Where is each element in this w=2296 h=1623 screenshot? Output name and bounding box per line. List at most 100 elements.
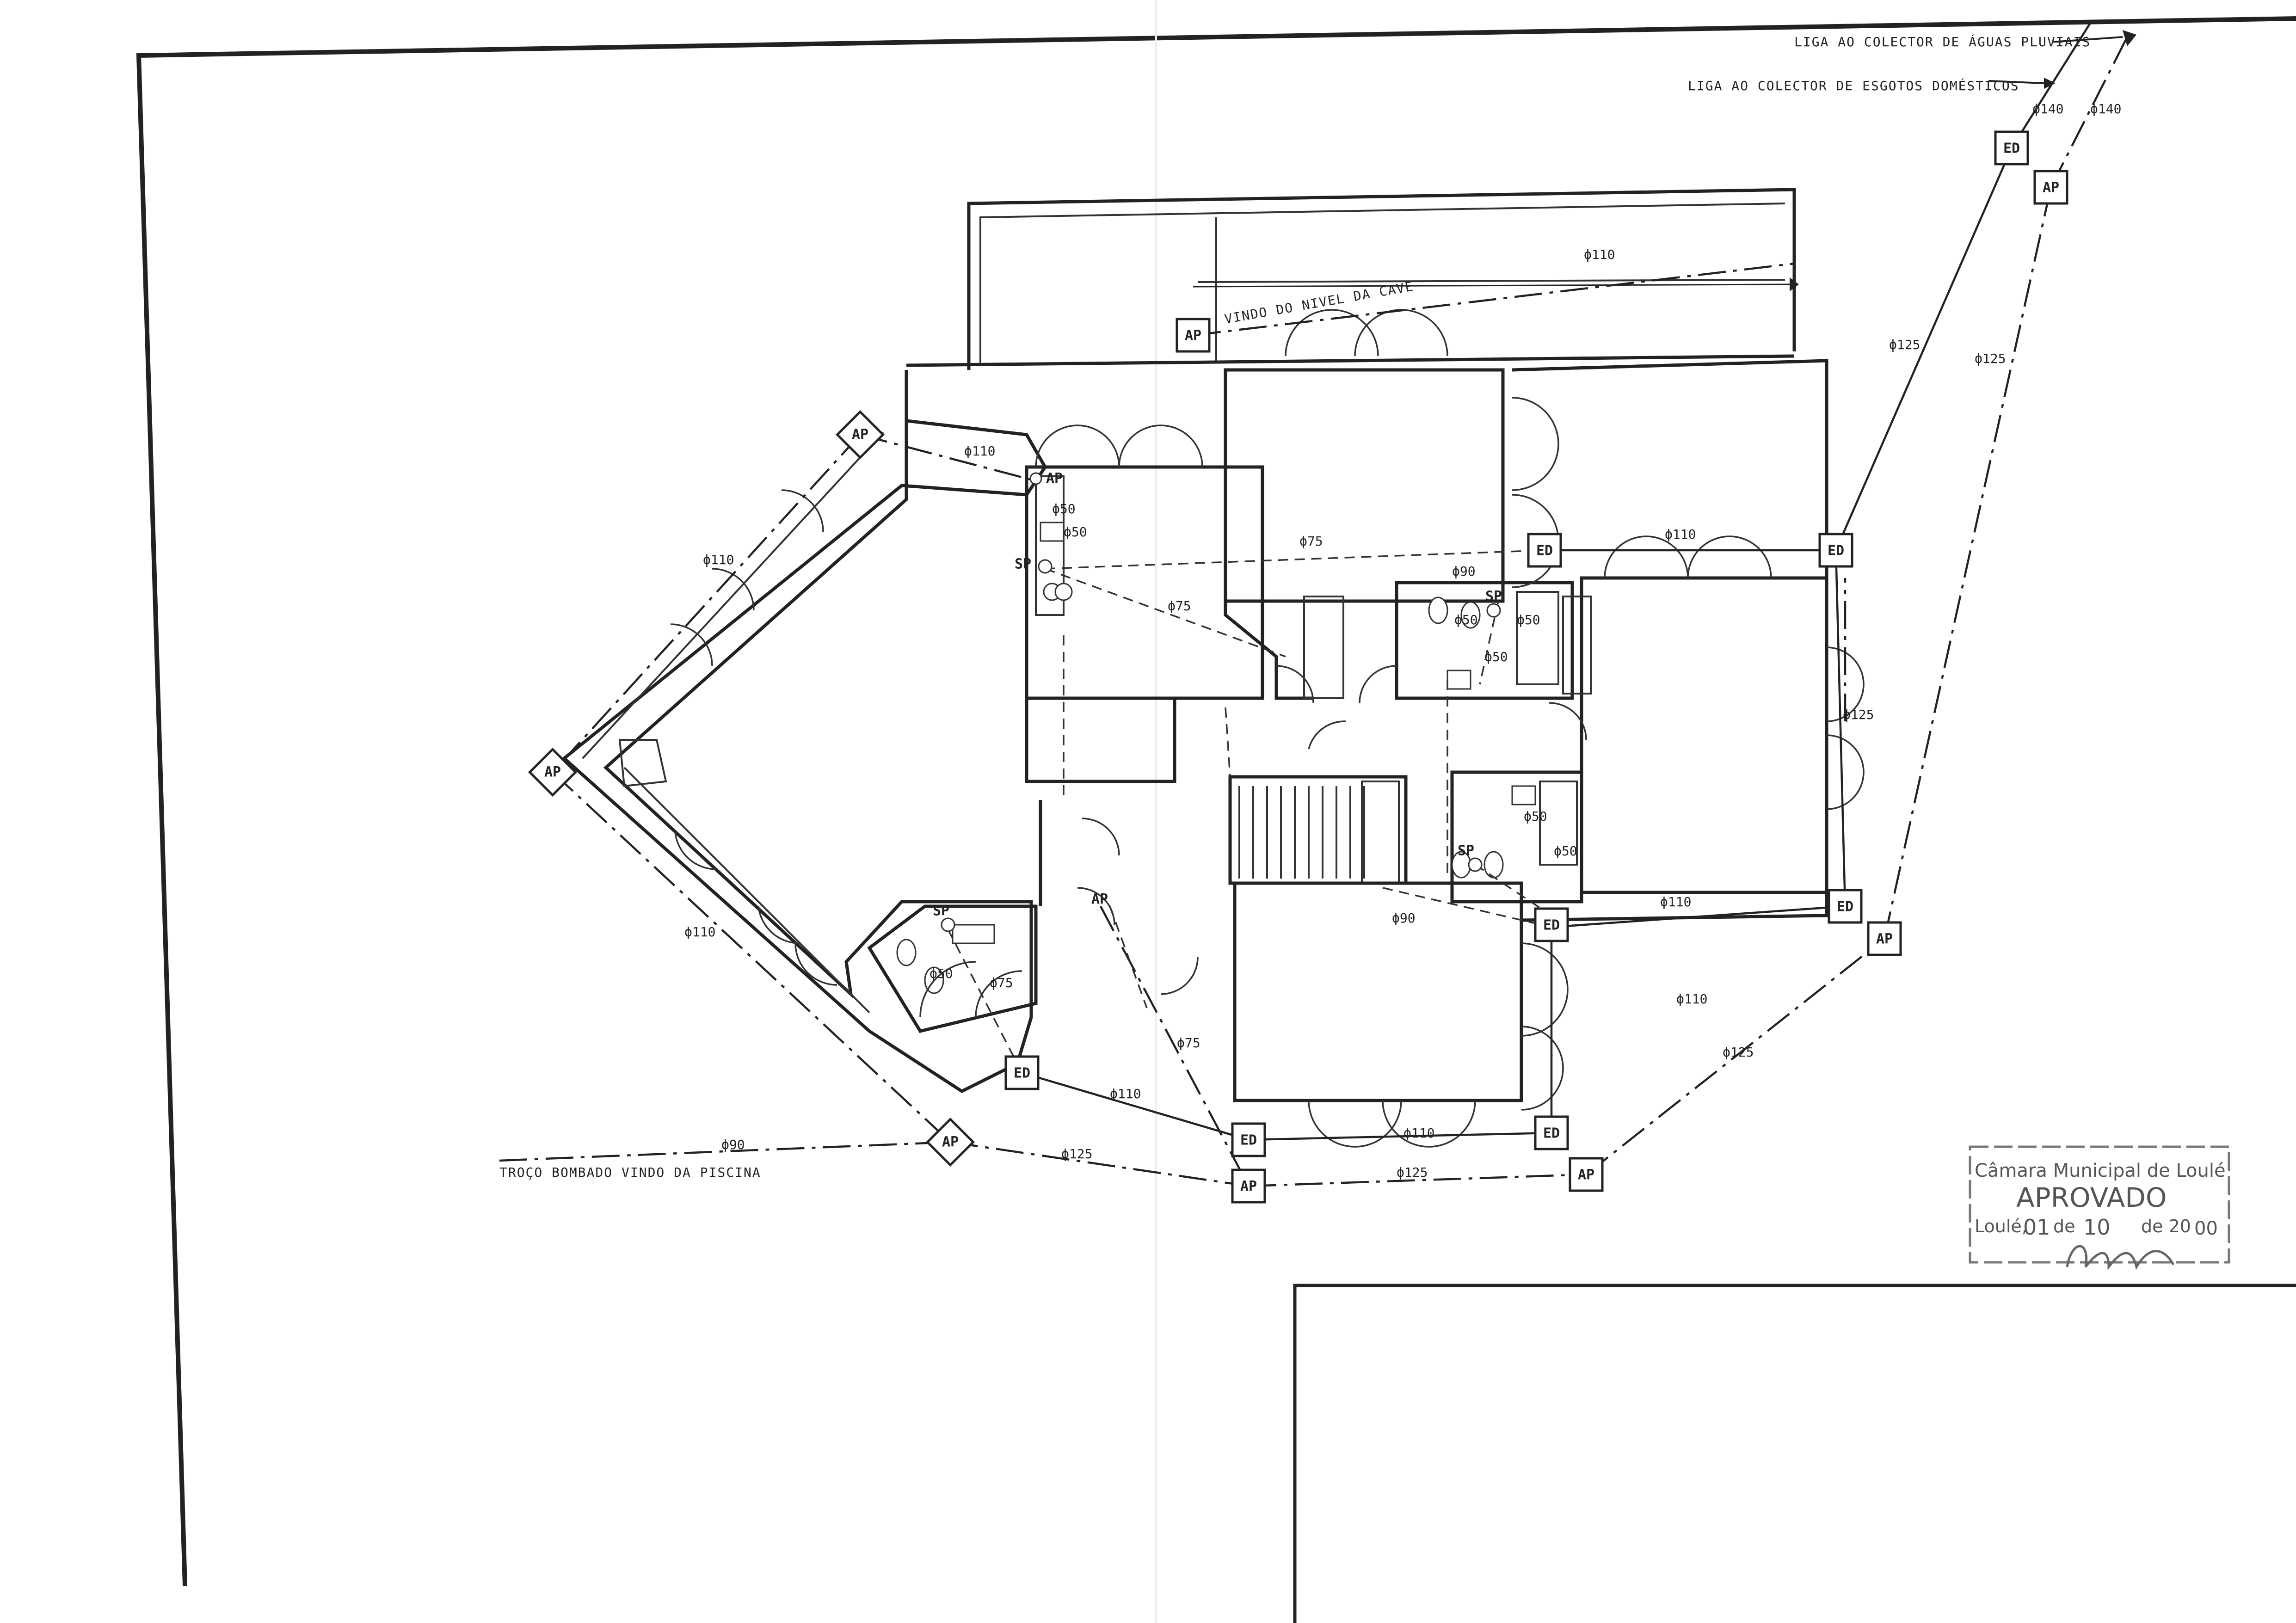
rain-pipe-east — [1883, 187, 2052, 939]
ap-node-southwest: AP — [925, 1117, 975, 1167]
building-plan — [561, 188, 1828, 1102]
lower-bath-walls — [1450, 770, 1583, 904]
rain-outlet-arrowhead — [2123, 30, 2136, 46]
stamp-frame — [1969, 1145, 2230, 1264]
svg-text:ED: ED — [1543, 917, 1560, 934]
label-d125-east: ϕ125 — [1843, 707, 1874, 722]
label-d50-a: ϕ50 — [1052, 501, 1076, 516]
branch-drains — [947, 549, 1552, 1073]
sp-node-kitchen: SP — [1015, 556, 1053, 574]
label-d110-bottom: ϕ110 — [1110, 1086, 1141, 1101]
label-d125-ne-b: ϕ125 — [1975, 351, 2006, 366]
label-d75-upper: ϕ75 — [1299, 534, 1323, 549]
central-bathtub — [1516, 591, 1559, 685]
ed-node-south: ED — [1231, 1122, 1266, 1157]
sewer-pipe-east — [1834, 148, 2013, 551]
approval-stamp: Câmara Municipal de Loulé APROVADO Loulé… — [1969, 1145, 2230, 1271]
terrace-line — [1197, 279, 1785, 283]
svg-text:AP: AP — [2043, 180, 2059, 196]
ed-node-wc: ED — [1004, 1055, 1040, 1090]
central-bath-walls — [1395, 581, 1574, 700]
upper-boundary-wall — [906, 354, 1795, 367]
svg-text:SP: SP — [1015, 556, 1031, 572]
label-d50-e: ϕ50 — [1484, 649, 1508, 664]
svg-text:ED: ED — [2003, 141, 2020, 157]
rain-pipe-pool — [499, 1141, 951, 1162]
pool-pumped-note: TROÇO BOMBADO VINDO DA PISCINA — [499, 1165, 761, 1180]
svg-text:AP: AP — [544, 764, 561, 781]
sewer-pipe-wc-out — [1022, 1071, 1249, 1141]
east-upper-wall — [1512, 359, 1828, 578]
ap-node-cave: AP — [1176, 318, 1211, 353]
label-d75-wc: ϕ75 — [990, 975, 1013, 990]
label-d110-mid: ϕ110 — [1665, 527, 1696, 542]
svg-text:ED: ED — [1536, 543, 1553, 559]
hall-wall-a — [1224, 601, 1313, 700]
sewer-outlet-arrowhead — [2044, 78, 2056, 89]
sewer-pipe-outlet — [2011, 22, 2091, 149]
svg-text:ED: ED — [1837, 899, 1853, 915]
label-d110-cave: ϕ110 — [1584, 247, 1615, 262]
rain-pipe-ap-center — [1100, 905, 1250, 1187]
label-d125-bottom: ϕ125 — [1397, 1165, 1428, 1180]
door-swings — [670, 309, 1865, 1148]
title-block — [1293, 1284, 2296, 1623]
svg-text:AP: AP — [852, 427, 868, 443]
label-d75-kitchen: ϕ75 — [1168, 598, 1191, 614]
svg-text:ED: ED — [1828, 543, 1844, 559]
svg-text:ED: ED — [1240, 1132, 1257, 1149]
svg-text:AP: AP — [942, 1134, 959, 1150]
ed-node-east-upper: ED — [1818, 533, 1853, 568]
label-d50-d: ϕ50 — [1517, 612, 1540, 627]
west-wing-inner-sw — [623, 767, 870, 1014]
stamp-de-2: de 20 — [2141, 1216, 2191, 1236]
west-wing-outline — [561, 370, 1047, 1094]
lower-bathtub — [1539, 781, 1578, 866]
svg-text:AP: AP — [1046, 471, 1063, 487]
rain-pipe-south-b — [1248, 1173, 1587, 1187]
label-d110-south: ϕ110 — [1403, 1125, 1434, 1141]
sp-node-bath-upper: SP — [1485, 589, 1502, 618]
rear-terrace-outline — [967, 188, 1796, 370]
stair-treads — [1238, 786, 1365, 879]
rainwater-network — [499, 36, 2129, 1187]
svg-text:ED: ED — [1543, 1125, 1560, 1142]
svg-text:AP: AP — [1185, 328, 1201, 344]
label-d110-top: ϕ110 — [964, 443, 995, 459]
rain-pipe-outlet — [2050, 36, 2129, 188]
svg-text:SP: SP — [933, 903, 949, 919]
ap-node-kitchen: AP — [1029, 471, 1063, 487]
wardrobe-b — [1562, 596, 1592, 695]
label-d90-pool: ϕ90 — [721, 1137, 745, 1152]
label-d50-c: ϕ50 — [1454, 612, 1478, 627]
label-d125-sw: ϕ125 — [1061, 1146, 1092, 1162]
label-d110-se: ϕ110 — [1660, 894, 1691, 910]
west-wc-walls — [867, 904, 1038, 1033]
rain-pipe-sw — [552, 771, 951, 1143]
label-d110-ed: ϕ110 — [1676, 991, 1707, 1007]
label-d50-b: ϕ50 — [1064, 524, 1087, 540]
sewer-outlet-leader — [1988, 80, 2044, 84]
cave-arrow-shaft — [1193, 283, 1790, 288]
sp-node-wc: SP — [933, 903, 955, 932]
ap-node-southeast: AP — [1569, 1157, 1604, 1192]
rain-outlet-arrow-line — [2057, 36, 2123, 43]
ed-node-outlet: ED — [1994, 130, 2029, 166]
stamp-de-1: de — [2053, 1216, 2075, 1236]
ap-node-outlet: AP — [2033, 170, 2068, 205]
svg-text:AP: AP — [1091, 891, 1108, 908]
ap-node-south: AP — [1231, 1168, 1266, 1204]
ed-node-mid: ED — [1534, 907, 1569, 942]
drain-bath-b — [1475, 864, 1552, 916]
label-d50-f: ϕ50 — [1524, 809, 1547, 824]
node-markers: AP AP AP AP AP AP AP AP — [528, 130, 2068, 1204]
sewer-network — [1022, 22, 2091, 1141]
ap-node-east: AP — [1867, 921, 1902, 956]
label-d125-se: ϕ125 — [1723, 1045, 1754, 1060]
ed-node-south-east: ED — [1534, 1115, 1569, 1150]
sewer-pipe-mid — [1551, 905, 1846, 928]
stamp-signature — [2066, 1245, 2175, 1271]
stamp-date-prefix: Loulé, — [1975, 1216, 2027, 1236]
kitchen-counter — [1035, 475, 1065, 616]
label-d50-h: ϕ50 — [929, 966, 953, 981]
